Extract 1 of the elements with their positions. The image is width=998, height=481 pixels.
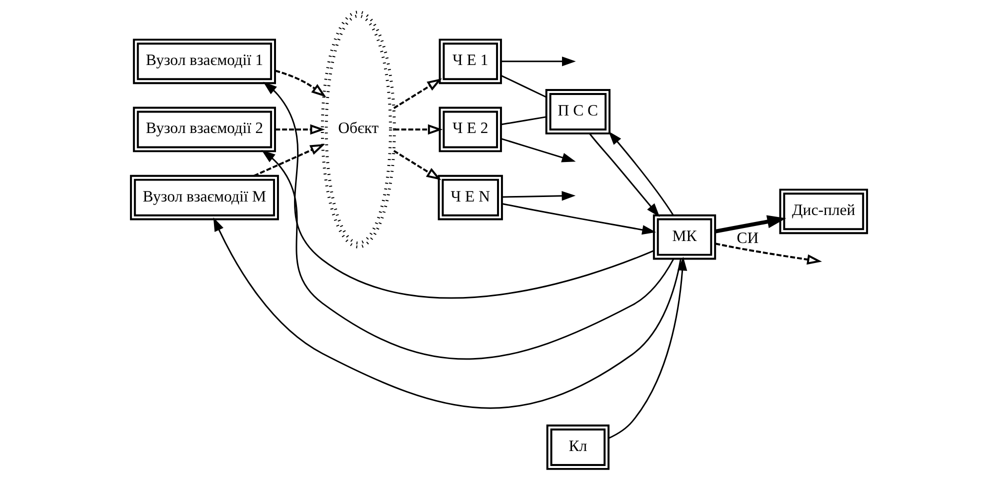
edge-label: СИ [736,230,759,247]
